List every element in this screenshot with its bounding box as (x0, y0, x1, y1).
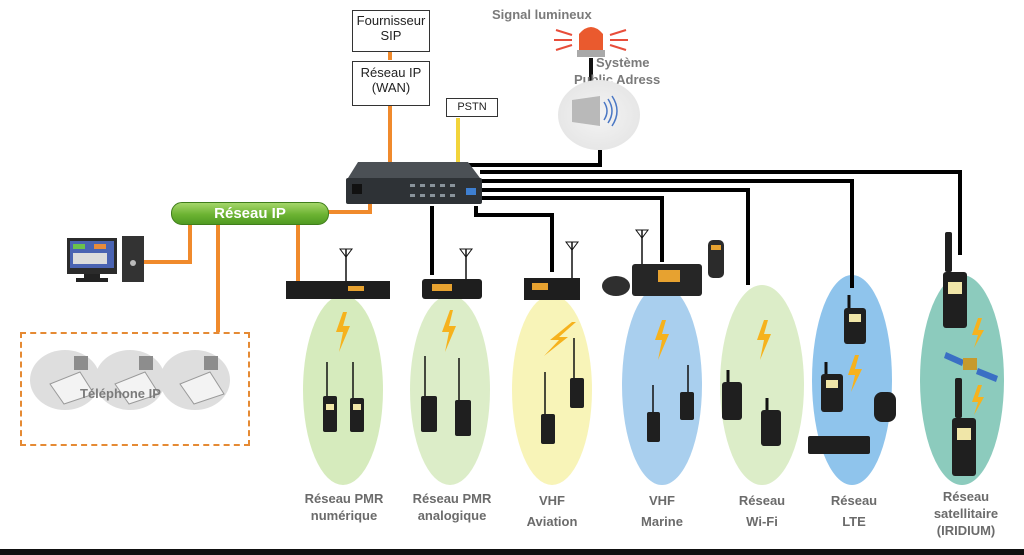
handheld-radio-icon (761, 398, 781, 446)
zone-vhf-marine (622, 285, 702, 485)
lightning-icon (655, 320, 669, 360)
beacon-label: Signal lumineux (492, 7, 592, 22)
handheld-radio-icon (680, 365, 694, 420)
handheld-radio-icon (421, 356, 437, 432)
pc-workstation-icon (67, 236, 144, 282)
pmr-analog-radio-icon (422, 248, 482, 299)
ip-phones-label: Téléphone IP (80, 386, 161, 401)
mobile-radio-icon (808, 392, 896, 454)
lte-link (480, 179, 854, 288)
gateway-device-icon (346, 162, 482, 204)
wan-line1: Réseau IP (360, 65, 422, 80)
lightning-icon (544, 322, 576, 356)
ip-phone-icons (49, 356, 225, 405)
pa-label-line1: Système (596, 55, 650, 70)
zone-wifi (720, 285, 804, 485)
ip-links (143, 50, 392, 332)
marine-radio-icon (602, 229, 724, 296)
bottom-border (0, 549, 1024, 555)
pmr-digital-repeater-icon (286, 248, 390, 299)
beacon-icon (554, 27, 628, 57)
handheld-radio-icon (722, 370, 742, 420)
lightning-icon (442, 310, 456, 352)
satellite-phone-icon (943, 232, 967, 328)
wifi-link (480, 188, 750, 285)
handheld-radio-icon (455, 358, 471, 436)
ip-network-pill: Réseau IP (171, 202, 329, 225)
wan-line2: (WAN) (371, 80, 411, 95)
zone-pmr-analog (410, 295, 490, 485)
handheld-radio-icon (570, 338, 584, 408)
aviation-radio-icon (524, 241, 580, 300)
handheld-radio-icon (323, 362, 337, 432)
marine-link (480, 196, 664, 262)
speaker-icon (572, 95, 618, 127)
pa-link (466, 150, 602, 167)
iridium-link (480, 170, 962, 255)
lightning-icon (972, 385, 984, 415)
lightning-icon (757, 320, 771, 360)
handheld-radio-icon (541, 372, 555, 444)
sip-provider-line1: Fournisseur (356, 13, 426, 28)
sip-provider-box: Fournisseur SIP (352, 10, 430, 52)
satellite-icon (944, 352, 998, 382)
sip-provider-line2: SIP (380, 28, 402, 43)
gateway-to-ip-network-link (327, 204, 372, 214)
pstn-box: PSTN (446, 98, 498, 117)
beacon-pole (589, 58, 593, 100)
pc-link (143, 223, 192, 264)
zone-vhf-aviation (512, 295, 592, 485)
radio-links (430, 150, 962, 288)
handheld-radio-icon (350, 362, 364, 432)
zone-pmr-digital (303, 295, 383, 485)
satellite-phone-icon (952, 378, 976, 476)
zone-lte (812, 275, 892, 485)
aviation-link (474, 206, 554, 272)
lightning-icon (336, 312, 350, 352)
lightning-icon (972, 318, 984, 348)
wan-box: Réseau IP (WAN) (352, 61, 430, 106)
lightning-icon (848, 355, 862, 392)
ip-phones-group (20, 332, 250, 446)
handheld-radio-icon (647, 385, 660, 442)
